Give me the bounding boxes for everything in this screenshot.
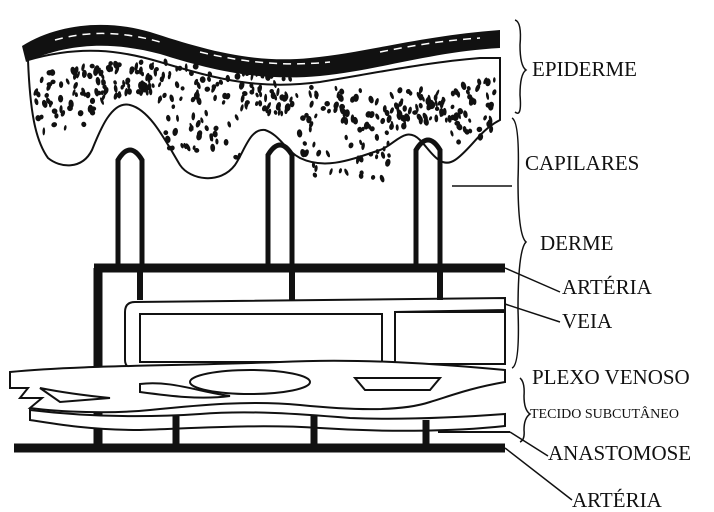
epidermis-cell bbox=[142, 82, 146, 90]
epidermis-cell bbox=[343, 168, 349, 176]
plexus-vessel bbox=[190, 370, 310, 394]
epidermis-cell bbox=[379, 174, 386, 183]
braces bbox=[512, 20, 530, 442]
label-arteria-top: ARTÉRIA bbox=[562, 275, 653, 299]
arteria-top-leader bbox=[505, 268, 560, 292]
epidermis-cell bbox=[384, 158, 391, 167]
plexus-vessel bbox=[355, 378, 440, 390]
anastomose-leader bbox=[510, 432, 548, 456]
epidermis-cell bbox=[375, 154, 379, 159]
capillary-loop bbox=[268, 145, 292, 268]
label-capilares: CAPILARES bbox=[525, 151, 639, 175]
epidermis-cell bbox=[252, 87, 255, 92]
vein-right-lumen bbox=[395, 312, 505, 364]
brace-tecido bbox=[520, 378, 530, 442]
epidermis-cell bbox=[329, 168, 334, 176]
epidermis-cell bbox=[387, 153, 392, 158]
brace-epiderme bbox=[515, 20, 526, 113]
vein-inner-lumen bbox=[140, 314, 382, 362]
label-tecido-subcutaneo: TECIDO SUBCUTÂNEO bbox=[530, 405, 679, 422]
label-anastomose: ANASTOMOSE bbox=[548, 441, 691, 465]
labels: EPIDERME CAPILARES DERME ARTÉRIA VEIA PL… bbox=[525, 57, 691, 512]
epidermis-cell bbox=[370, 174, 376, 180]
vein-outline bbox=[125, 298, 505, 368]
venous-plexus bbox=[10, 361, 505, 431]
epidermis-cell bbox=[312, 172, 318, 178]
epidermis-cell bbox=[163, 130, 168, 135]
label-plexo-venoso: PLEXO VENOSO bbox=[532, 365, 690, 389]
brace-derme bbox=[512, 118, 526, 368]
capillary-loop bbox=[118, 150, 142, 268]
vein bbox=[125, 298, 505, 368]
label-derme: DERME bbox=[540, 231, 614, 255]
capillary-loops bbox=[118, 140, 440, 268]
epidermis bbox=[22, 25, 500, 183]
epidermis-cell bbox=[338, 168, 342, 174]
epidermis-cell bbox=[380, 151, 386, 159]
label-veia: VEIA bbox=[562, 309, 613, 333]
epidermis-cell bbox=[280, 111, 283, 117]
label-epiderme: EPIDERME bbox=[532, 57, 637, 81]
epidermis-cell bbox=[224, 139, 229, 146]
veia-leader bbox=[505, 304, 560, 322]
label-arteria-bottom: ARTÉRIA bbox=[572, 488, 663, 512]
